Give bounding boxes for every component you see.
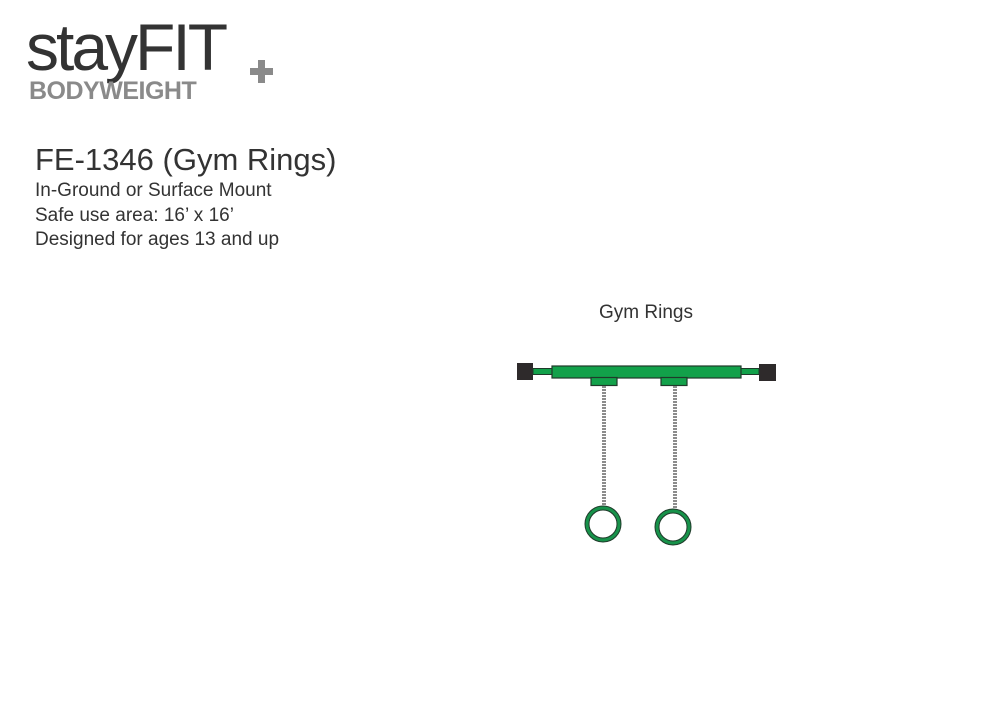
logo-brand-main: stayFIT [26, 10, 228, 84]
left-ring-inner [585, 506, 621, 542]
product-title: FE-1346 (Gym Rings) [35, 142, 337, 177]
right-bracket [660, 376, 688, 387]
diagram-label: Gym Rings [599, 302, 693, 323]
safe-use-area: Safe use area: 16’ x 16’ [35, 205, 234, 226]
mount-type: In-Ground or Surface Mount [35, 180, 272, 201]
right-end-cap [759, 364, 776, 381]
left-rod [532, 368, 553, 375]
right-ring-inner [655, 509, 691, 545]
plus-icon-vertical [258, 60, 265, 83]
age-range: Designed for ages 13 and up [35, 229, 280, 250]
logo-brand-sub: BODYWEIGHT [29, 77, 197, 105]
main-crossbar [551, 365, 742, 379]
stayfit-logo: stayFIT BODYWEIGHT [26, 14, 286, 104]
left-bracket [590, 376, 618, 387]
right-rod [740, 368, 760, 375]
left-end-cap [517, 363, 533, 380]
